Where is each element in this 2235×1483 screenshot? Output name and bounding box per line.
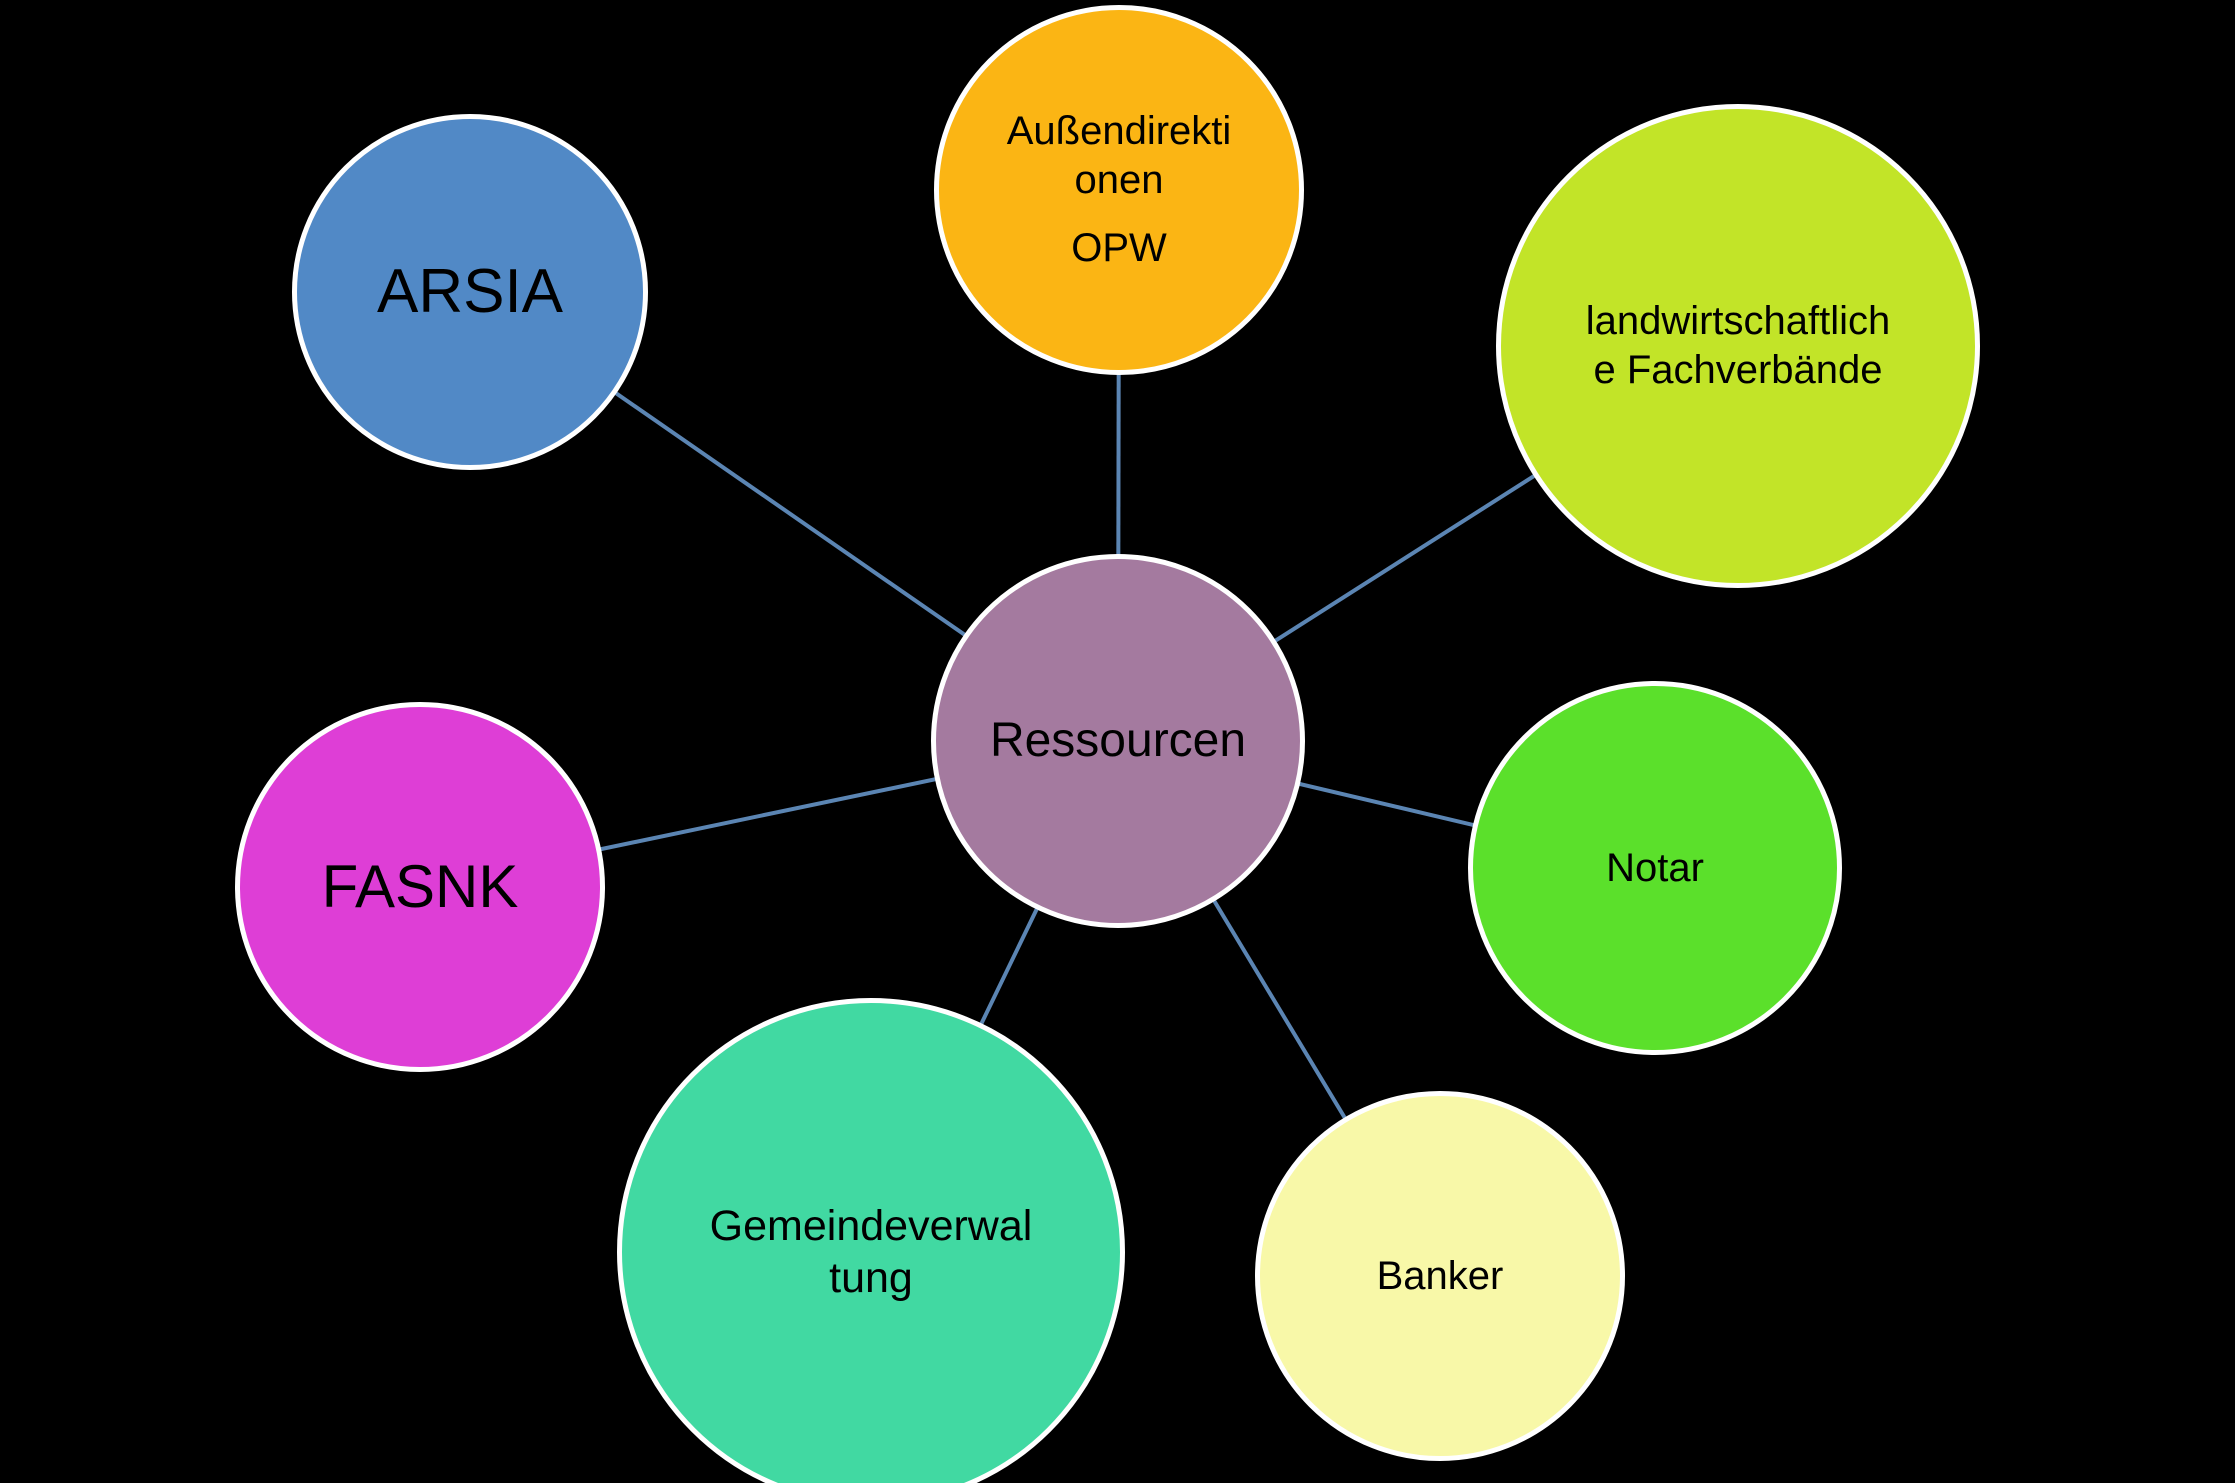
node-label-line: e Fachverbände — [1593, 348, 1883, 392]
node-label-line: OPW — [1071, 226, 1167, 271]
node-banker: Banker — [1255, 1091, 1625, 1461]
node-arsia: ARSIA — [292, 114, 648, 470]
node-label-line: FASNK — [321, 853, 519, 921]
node-label-line: ARSIA — [376, 257, 564, 327]
node-label-line: Gemeindeverwal — [709, 1201, 1033, 1250]
node-label-line: Außendirekti — [1006, 108, 1232, 153]
node-label-line: Notar — [1606, 845, 1704, 890]
node-label-line: Ressourcen — [989, 713, 1247, 767]
node-ressourcen: Ressourcen — [931, 554, 1305, 928]
node-label-line: landwirtschaftlich — [1585, 299, 1891, 344]
node-label-line: tung — [829, 1254, 913, 1302]
node-label-line: Banker — [1376, 1253, 1504, 1298]
node-label-line: onen — [1074, 157, 1164, 202]
node-fasnk: FASNK — [235, 702, 605, 1072]
node-notar: Notar — [1468, 681, 1842, 1055]
